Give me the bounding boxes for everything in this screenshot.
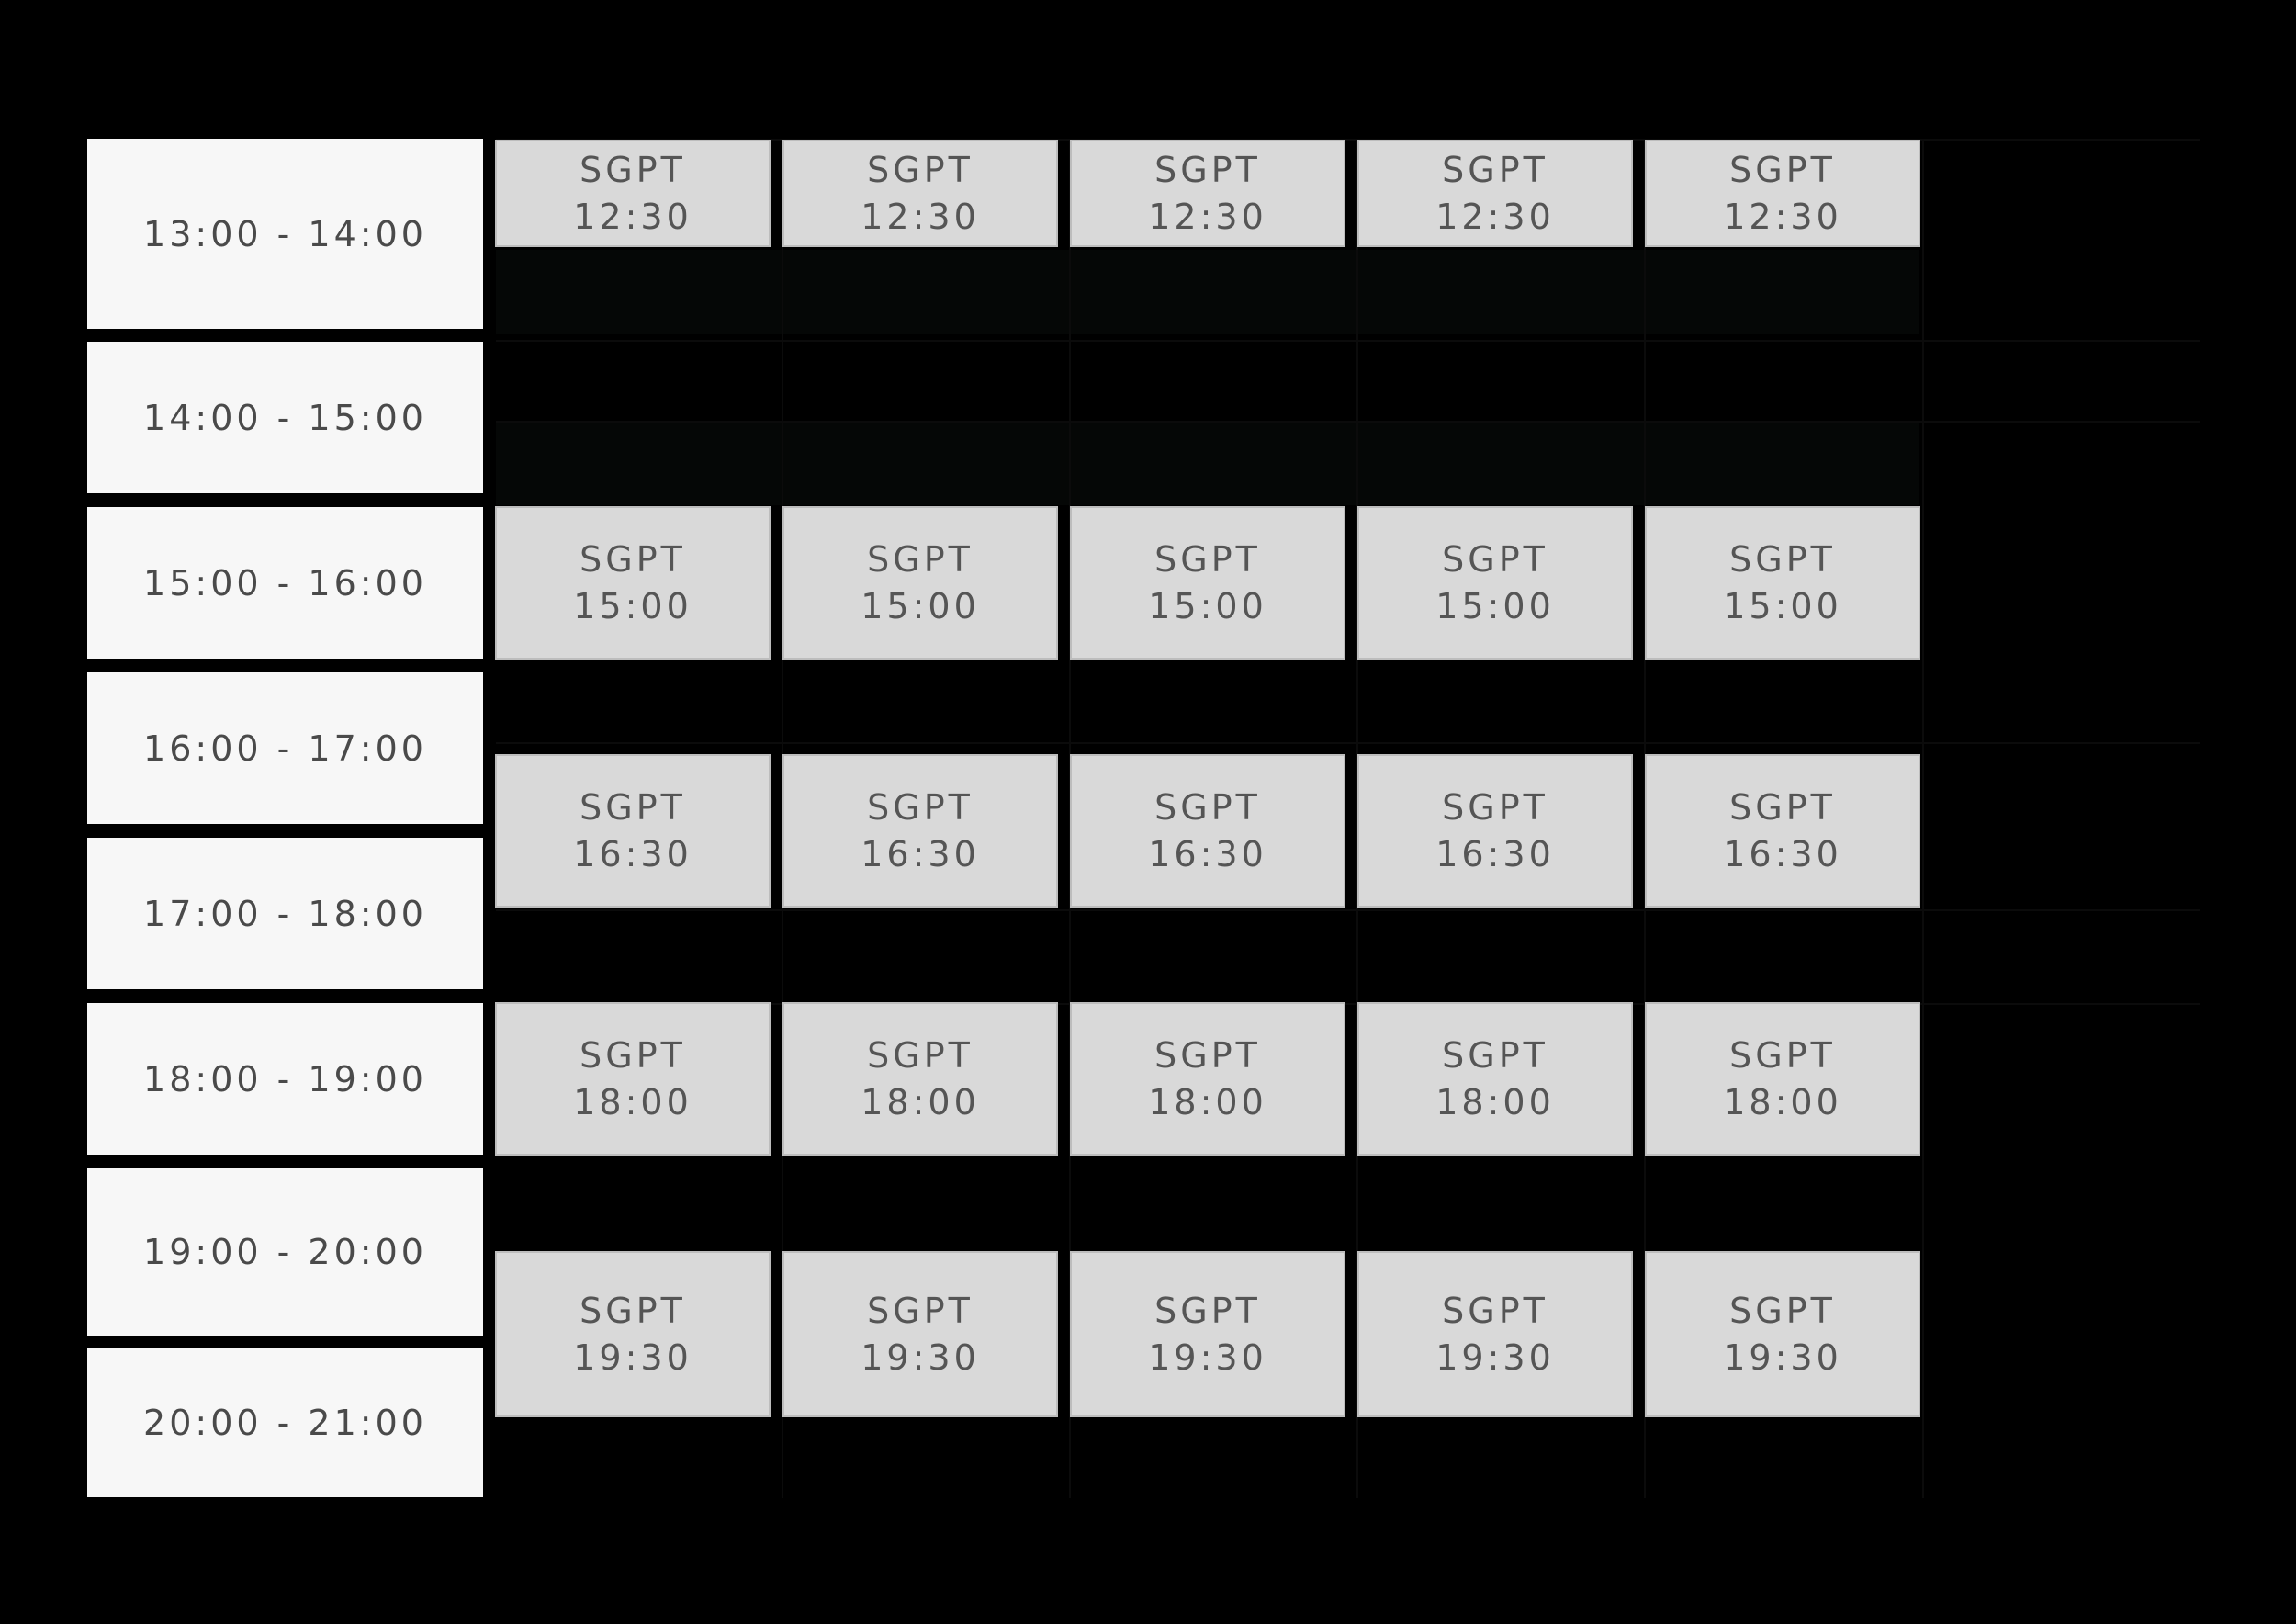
session-time: 18:00	[573, 1081, 692, 1122]
session-cell: SGPT 19:30	[782, 1251, 1058, 1417]
session-cell: SGPT 12:30	[782, 140, 1058, 247]
session-cell: SGPT 16:30	[1357, 754, 1633, 908]
session-cell: SGPT 12:30	[1645, 140, 1920, 247]
session-time: 15:00	[1435, 585, 1555, 626]
session-cell: SGPT 16:30	[782, 754, 1058, 908]
time-slot: 14:00 - 15:00	[87, 342, 483, 493]
session-name: SGPT	[1442, 1290, 1548, 1331]
divider	[496, 1003, 2200, 1005]
time-slot: 16:00 - 17:00	[87, 672, 483, 824]
session-cell: SGPT 15:00	[1645, 506, 1920, 660]
session-time: 15:00	[861, 585, 980, 626]
session-time: 19:30	[861, 1336, 980, 1378]
session-name: SGPT	[1729, 538, 1836, 580]
divider	[496, 421, 2200, 423]
session-time: 16:30	[861, 833, 980, 874]
session-time: 18:00	[1723, 1081, 1842, 1122]
session-cell: SGPT 19:30	[1070, 1251, 1345, 1417]
row-band	[496, 423, 1919, 505]
time-slot: 15:00 - 16:00	[87, 507, 483, 659]
session-name: SGPT	[867, 1290, 974, 1331]
session-cell: SGPT 16:30	[495, 754, 771, 908]
divider	[496, 742, 2200, 744]
session-name: SGPT	[580, 538, 686, 580]
session-cell: SGPT 16:30	[1070, 754, 1345, 908]
session-cell: SGPT 19:30	[1645, 1251, 1920, 1417]
session-name: SGPT	[1154, 1290, 1261, 1331]
session-time: 15:00	[573, 585, 692, 626]
session-time: 16:30	[573, 833, 692, 874]
session-cell: SGPT 12:30	[1070, 140, 1345, 247]
session-name: SGPT	[1442, 538, 1548, 580]
divider	[496, 340, 2200, 342]
session-cell: SGPT 12:30	[1357, 140, 1633, 247]
session-cell: SGPT 18:00	[1070, 1002, 1345, 1156]
session-time: 15:00	[1148, 585, 1267, 626]
session-name: SGPT	[867, 538, 974, 580]
session-cell: SGPT 12:30	[495, 140, 771, 247]
session-name: SGPT	[1442, 1034, 1548, 1076]
session-cell: SGPT 16:30	[1645, 754, 1920, 908]
session-cell: SGPT 18:00	[1645, 1002, 1920, 1156]
session-cell: SGPT 19:30	[1357, 1251, 1633, 1417]
session-name: SGPT	[1154, 786, 1261, 828]
session-name: SGPT	[1154, 538, 1261, 580]
session-name: SGPT	[867, 149, 974, 190]
session-time: 16:30	[1148, 833, 1267, 874]
session-name: SGPT	[867, 1034, 974, 1076]
session-name: SGPT	[1729, 786, 1836, 828]
session-cell: SGPT 18:00	[495, 1002, 771, 1156]
time-slot: 20:00 - 21:00	[87, 1348, 483, 1497]
session-name: SGPT	[580, 149, 686, 190]
session-cell: SGPT 15:00	[1070, 506, 1345, 660]
session-time: 19:30	[573, 1336, 692, 1378]
session-name: SGPT	[1729, 1290, 1836, 1331]
session-name: SGPT	[580, 1290, 686, 1331]
session-time: 18:00	[861, 1081, 980, 1122]
session-name: SGPT	[580, 786, 686, 828]
session-time: 12:30	[1723, 196, 1842, 237]
session-time: 19:30	[1148, 1336, 1267, 1378]
session-name: SGPT	[1154, 149, 1261, 190]
session-name: SGPT	[1729, 1034, 1836, 1076]
session-name: SGPT	[1729, 149, 1836, 190]
time-slot: 13:00 - 14:00	[87, 139, 483, 329]
session-cell: SGPT 15:00	[1357, 506, 1633, 660]
session-time: 19:30	[1435, 1336, 1555, 1378]
session-name: SGPT	[867, 786, 974, 828]
time-slot: 17:00 - 18:00	[87, 838, 483, 989]
session-name: SGPT	[1442, 149, 1548, 190]
session-cell: SGPT 19:30	[495, 1251, 771, 1417]
session-name: SGPT	[580, 1034, 686, 1076]
session-name: SGPT	[1154, 1034, 1261, 1076]
session-cell: SGPT 15:00	[495, 506, 771, 660]
session-time: 12:30	[861, 196, 980, 237]
row-band	[496, 250, 1919, 334]
session-time: 12:30	[1435, 196, 1555, 237]
session-time: 16:30	[1723, 833, 1842, 874]
divider	[1922, 139, 1924, 1498]
divider	[496, 139, 2200, 141]
session-cell: SGPT 18:00	[782, 1002, 1058, 1156]
session-time: 15:00	[1723, 585, 1842, 626]
session-time: 18:00	[1435, 1081, 1555, 1122]
session-time: 19:30	[1723, 1336, 1842, 1378]
divider	[496, 909, 2200, 911]
session-name: SGPT	[1442, 786, 1548, 828]
session-time: 16:30	[1435, 833, 1555, 874]
session-cell: SGPT 15:00	[782, 506, 1058, 660]
session-cell: SGPT 18:00	[1357, 1002, 1633, 1156]
session-time: 12:30	[1148, 196, 1267, 237]
time-slot: 18:00 - 19:00	[87, 1003, 483, 1155]
session-time: 12:30	[573, 196, 692, 237]
time-slot: 19:00 - 20:00	[87, 1168, 483, 1336]
session-time: 18:00	[1148, 1081, 1267, 1122]
